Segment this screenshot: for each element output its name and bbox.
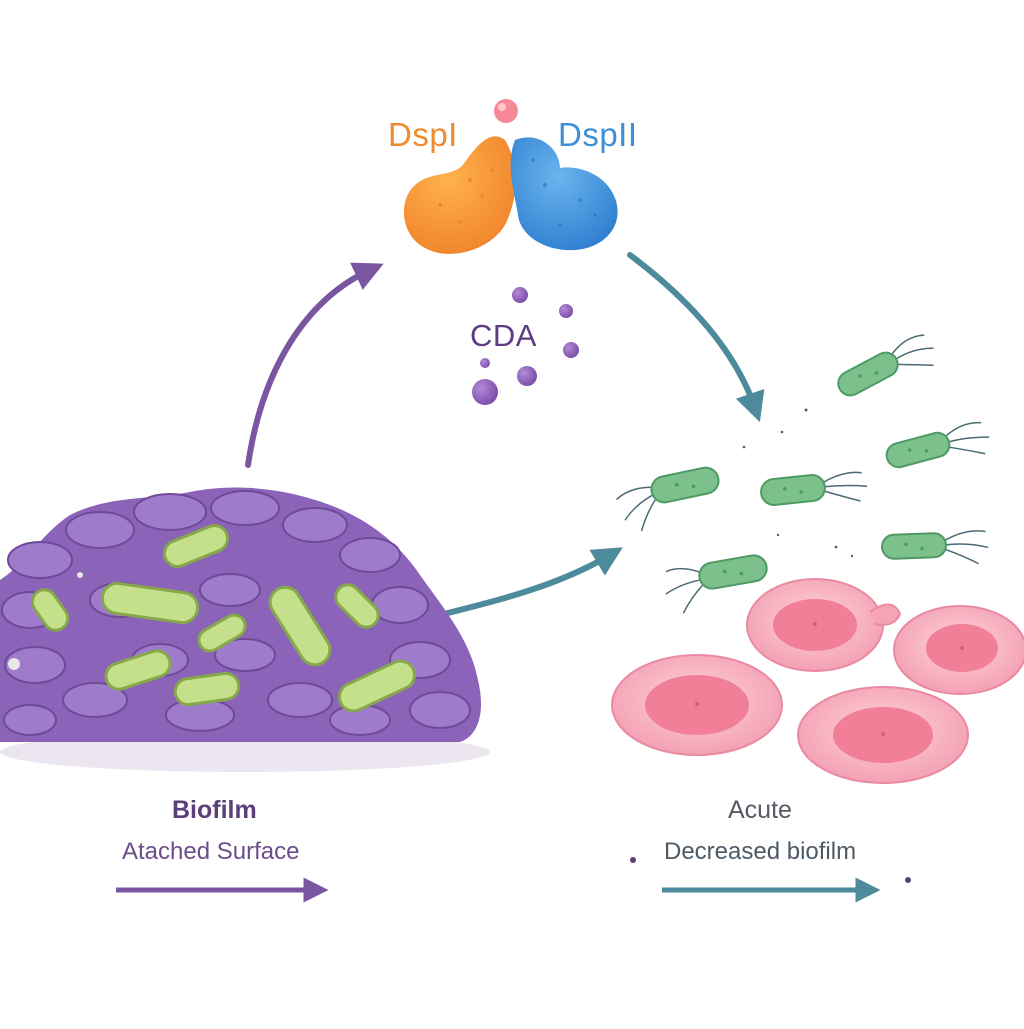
dspi-label: DspI [388,116,458,153]
planktonic-bacterium-icon [616,466,720,532]
biofilm-subtitle: Atached Surface [122,838,300,865]
host-cell-icon [746,578,902,672]
acute-subtitle: Decreased biofilm [664,838,857,865]
planktonic-bacterium-icon [837,334,934,397]
embedded-bacterium-icon [100,581,200,625]
planktonic-bacterium-icon [665,554,768,614]
dspii-enzyme-shape [510,137,618,251]
cda-molecule-icon [512,287,528,303]
ligand-molecule-icon [494,99,518,123]
enzyme-complex [403,99,618,254]
embedded-bacterium-icon [162,524,230,568]
embedded-bacteria [30,524,417,713]
arrow-biofilm-to-acute [437,547,623,618]
cda-molecule-icon [517,366,537,386]
embedded-bacterium-icon [337,659,417,713]
embedded-bacterium-icon [334,583,380,629]
embedded-bacterium-icon [30,588,70,632]
acute-title: Acute [728,796,792,824]
planktonic-bacterium-icon [885,421,990,469]
cda-molecule-icon [480,358,490,368]
biofilm-mass [0,487,490,772]
host-cell-icon [611,654,783,756]
host-cells [611,578,1024,784]
host-cell-icon [797,686,969,784]
cda-molecules [472,287,579,405]
dspi-enzyme-shape [403,136,516,254]
cda-molecule-icon [472,379,498,405]
arrow-biofilm-to-enzyme [245,262,384,468]
host-cell-icon [893,605,1024,695]
planktonic-bacterium-icon [881,530,989,565]
planktonic-bacteria [616,334,990,614]
embedded-bacterium-icon [268,585,332,667]
biofilm-title: Biofilm [172,796,257,824]
embedded-bacterium-icon [104,649,172,691]
cda-molecule-icon [563,342,579,358]
dspii-label: DspII [558,116,638,153]
embedded-bacterium-icon [197,613,247,653]
embedded-bacterium-icon [173,671,241,707]
cda-molecule-icon [559,304,573,318]
cda-label: CDA [470,318,537,353]
arrow-enzyme-to-bacteria [627,252,765,423]
planktonic-bacterium-icon [760,471,868,506]
